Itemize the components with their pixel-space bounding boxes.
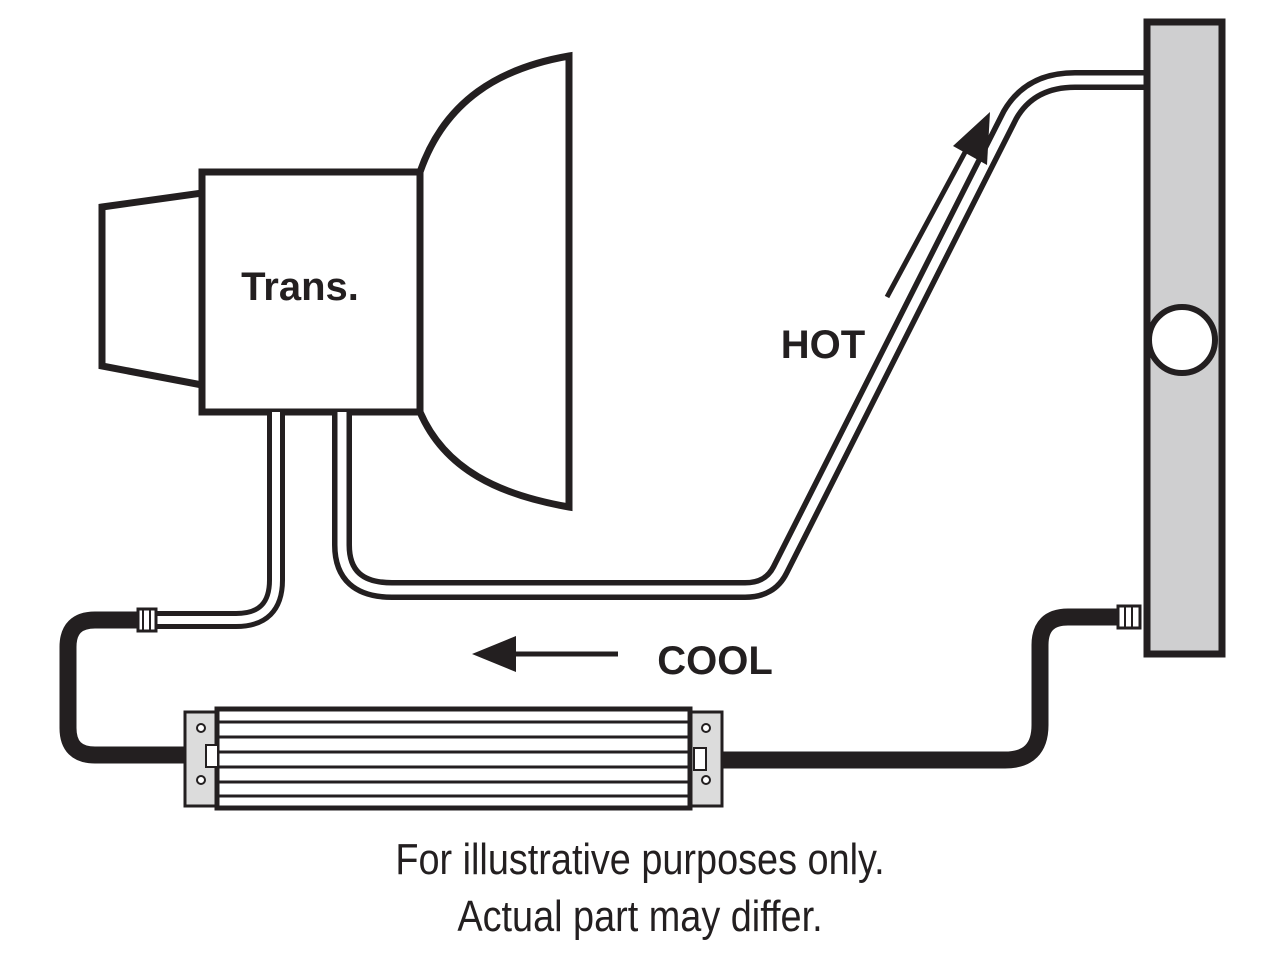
transmission-case	[198, 168, 424, 416]
oil-cooler	[183, 706, 724, 811]
cooler-hose-left	[59, 611, 200, 764]
disclaimer-line-2: Actual part may differ.	[457, 892, 823, 941]
radiator	[1143, 18, 1226, 658]
bell-housing	[416, 51, 573, 512]
hot-label: HOT	[781, 323, 865, 367]
transmission-label: Trans.	[241, 265, 359, 309]
cooler-hose-right	[705, 608, 1120, 769]
hot-line-metal	[332, 70, 1147, 600]
return-line-metal	[150, 412, 285, 629]
cooler-inlet-fitting	[205, 744, 219, 768]
cool-flow-arrow	[472, 636, 618, 672]
hose-fitting-left	[136, 607, 158, 633]
tailshaft-housing	[98, 188, 206, 390]
hot-flow-arrow	[884, 112, 990, 299]
cooler-core	[214, 706, 693, 811]
cooler-fins	[217, 720, 690, 798]
cool-label: COOL	[657, 639, 773, 683]
cooler-outlet-fitting	[693, 747, 707, 771]
radiator-cap	[1146, 304, 1218, 376]
disclaimer-line-1: For illustrative purposes only.	[395, 835, 885, 884]
hose-fitting-right	[1116, 604, 1142, 630]
